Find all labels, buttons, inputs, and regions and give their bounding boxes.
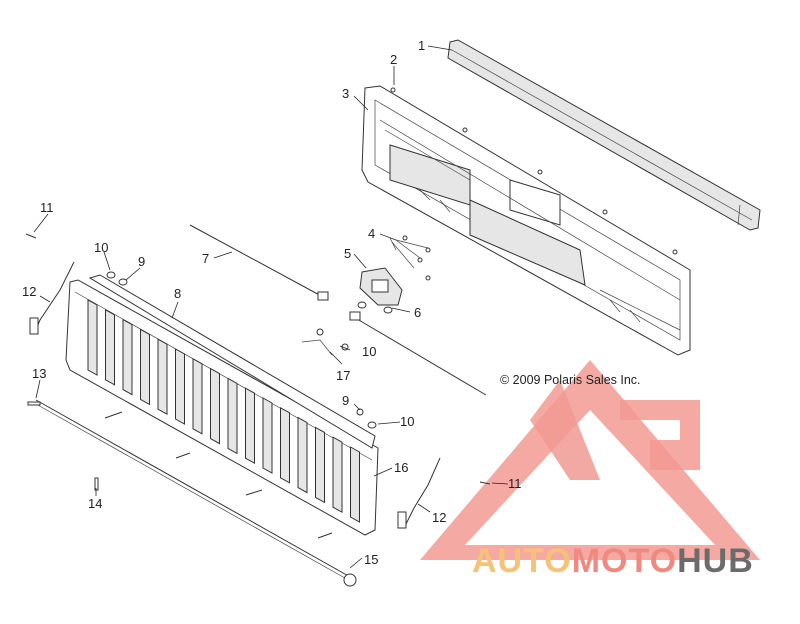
bottom-rod	[27, 399, 357, 587]
tailgate-slat	[245, 387, 255, 465]
callout-5: 5	[344, 246, 351, 261]
callout-10-lower: 10	[400, 414, 414, 429]
leader-lines	[33, 45, 509, 569]
tailgate-slat	[227, 377, 238, 455]
callout-11-left: 11	[40, 200, 54, 215]
top-rail-part	[447, 39, 761, 231]
tailgate-slat	[175, 348, 185, 425]
callout-1: 1	[418, 38, 425, 53]
tailgate-slat	[262, 397, 273, 474]
tailgate-slat	[332, 436, 343, 514]
tailgate-slat	[140, 328, 150, 406]
watermark-auto: AUTO	[472, 542, 572, 580]
callout-10-upper: 10	[94, 240, 108, 255]
tailgate-slat	[192, 357, 203, 435]
callout-6: 6	[414, 305, 421, 320]
tailgate-slat	[122, 318, 133, 396]
loose-bolts	[25, 233, 491, 539]
tailgate-slat	[87, 299, 98, 376]
tailgate-slat	[315, 426, 325, 504]
watermark-hub: HUB	[677, 542, 754, 580]
callout-14: 14	[88, 496, 102, 511]
callout-9-lower: 9	[342, 393, 349, 408]
watermark-moto: MOTO	[572, 542, 677, 580]
callout-11-right: 11	[508, 476, 522, 491]
callout-4: 4	[368, 226, 375, 241]
latch-assembly	[359, 235, 431, 306]
callout-12-left: 12	[22, 284, 36, 299]
linkage-rods	[189, 224, 487, 396]
callout-12-right: 12	[432, 510, 446, 525]
callout-15: 15	[364, 552, 378, 567]
watermark-text: AUTOMOTOHUB	[472, 542, 754, 580]
watermark-logo-icon	[420, 360, 760, 560]
callout-17: 17	[336, 368, 350, 383]
outer-tailgate-panel	[65, 274, 379, 536]
inner-tailgate-panel	[361, 85, 691, 356]
support-cables	[29, 261, 441, 529]
tailgate-slat	[350, 446, 360, 523]
callout-3: 3	[342, 86, 349, 101]
callout-9-upper: 9	[138, 254, 145, 269]
callout-16: 16	[394, 460, 408, 475]
tailgate-slat	[280, 406, 290, 484]
callout-7: 7	[202, 251, 209, 266]
copyright-text: © 2009 Polaris Sales Inc.	[500, 373, 641, 387]
callout-8: 8	[174, 286, 181, 301]
svg-text:AUTOMOTOHUB: AUTOMOTOHUB	[472, 542, 754, 580]
callout-2: 2	[390, 52, 397, 67]
tailgate-slat	[210, 367, 220, 445]
tailgate-slat	[157, 338, 168, 416]
callout-labels: 1 2 3 4 5 6 7 8 9 9 10 10 10 11 11 12 12…	[22, 38, 522, 567]
callout-10-middle: 10	[362, 344, 376, 359]
callout-13: 13	[32, 366, 46, 381]
tailgate-slat	[297, 416, 308, 494]
tailgate-slat	[105, 308, 115, 386]
